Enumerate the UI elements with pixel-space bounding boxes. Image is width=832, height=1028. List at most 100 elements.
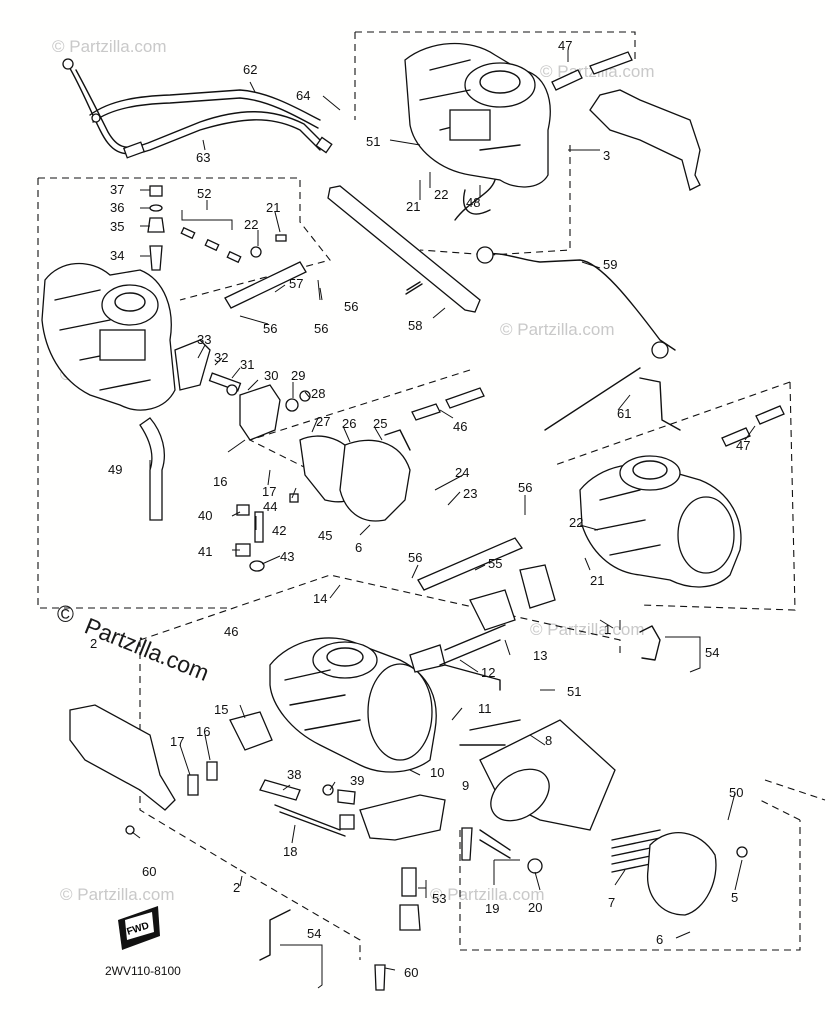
callout-60-lower: 60 [404, 965, 418, 980]
callout-42: 42 [272, 523, 286, 538]
hose-47-top [551, 51, 633, 91]
callout-20: 20 [528, 900, 542, 915]
callout-19: 19 [485, 901, 499, 916]
callout-15: 15 [214, 702, 228, 717]
callout-51-top: 51 [366, 134, 380, 149]
callout-16-lower: 16 [196, 724, 210, 739]
callout-49: 49 [108, 462, 122, 477]
callout-18: 18 [283, 844, 297, 859]
fwd-arrow-icon: FWD [118, 906, 160, 950]
callout-45: 45 [318, 528, 332, 543]
callout-labels: 62 63 64 47 3 51 21 22 48 37 36 35 34 52… [90, 38, 750, 980]
callout-48: 48 [466, 195, 480, 210]
callout-56-e: 56 [408, 550, 422, 565]
callout-22-left: 22 [244, 217, 258, 232]
small-parts-40-44 [235, 493, 299, 572]
callout-8: 8 [545, 733, 552, 748]
callout-21-left: 21 [266, 200, 280, 215]
callout-22-right: 22 [569, 515, 583, 530]
callout-44: 44 [263, 499, 277, 514]
callout-61: 61 [617, 406, 631, 421]
carburetor-3 [404, 42, 551, 221]
watermark-text: © Partzilla.com [530, 620, 645, 639]
hose-46-upper [411, 387, 485, 421]
callout-32: 32 [214, 350, 228, 365]
callout-63: 63 [196, 150, 210, 165]
callout-54-right: 54 [705, 645, 719, 660]
callout-47-right: 47 [736, 438, 750, 453]
callout-17-lower: 17 [170, 734, 184, 749]
callout-12: 12 [481, 665, 495, 680]
callout-38: 38 [287, 767, 301, 782]
callout-46-lower: 46 [224, 624, 238, 639]
bolt-60-lower [374, 964, 386, 991]
vacuum-chamber-8 [459, 719, 616, 831]
callout-57: 57 [289, 276, 303, 291]
callout-59: 59 [603, 257, 617, 272]
callout-21-right: 21 [590, 573, 604, 588]
callout-41: 41 [198, 544, 212, 559]
callout-31: 31 [240, 357, 254, 372]
spring-cover-7 [611, 829, 748, 916]
throttle-parts [174, 339, 311, 441]
callout-2-left: 2 [90, 636, 97, 651]
watermark-text: © Partzilla.com [60, 885, 175, 904]
callout-16-top: 16 [213, 474, 227, 489]
callout-23: 23 [463, 486, 477, 501]
callout-11: 11 [478, 701, 492, 716]
watermark-text: © Partzilla.com [52, 37, 167, 56]
leader-lines [131, 50, 756, 971]
callout-33: 33 [197, 332, 211, 347]
bracket-61 [639, 377, 681, 431]
watermark-main: Partzilla.com [81, 613, 213, 686]
callout-52: 52 [197, 186, 211, 201]
carburetor-4 [41, 262, 176, 411]
callout-37: 37 [110, 182, 124, 197]
callout-46-upper: 46 [453, 419, 467, 434]
diagram-code: 2WV110-8100 [105, 964, 181, 978]
callout-50: 50 [729, 785, 743, 800]
callout-6-lower: 6 [656, 932, 663, 947]
callout-26: 26 [342, 416, 356, 431]
callout-1: 1 [604, 622, 611, 637]
callout-10: 10 [430, 765, 444, 780]
callout-40: 40 [198, 508, 212, 523]
watermark-copyright: © [57, 601, 74, 627]
callout-21-top: 21 [406, 199, 420, 214]
callout-5: 5 [731, 890, 738, 905]
callout-24: 24 [455, 465, 469, 480]
callout-51-right: 51 [567, 684, 581, 699]
callout-56-c: 56 [344, 299, 358, 314]
callout-25: 25 [373, 416, 387, 431]
callout-30: 30 [264, 368, 278, 383]
callout-53: 53 [432, 891, 446, 906]
upper-bracket [589, 89, 701, 191]
hose-57 [224, 261, 307, 309]
callout-56-b: 56 [314, 321, 328, 336]
callout-54-lower: 54 [307, 926, 321, 941]
callout-56-d: 56 [518, 480, 532, 495]
callout-7: 7 [608, 895, 615, 910]
rod-55 [417, 537, 523, 591]
callout-56-a: 56 [263, 321, 277, 336]
callout-6-mid: 6 [355, 540, 362, 555]
callout-28: 28 [311, 386, 325, 401]
link-rod-58 [327, 185, 481, 313]
jet-stack [147, 185, 165, 271]
choke-cable-59 [476, 246, 676, 431]
callout-27: 27 [316, 414, 330, 429]
callout-2: 2 [233, 880, 240, 895]
callout-43: 43 [280, 549, 294, 564]
callout-47-top: 47 [558, 38, 572, 53]
callout-64: 64 [296, 88, 310, 103]
callout-62: 62 [243, 62, 257, 77]
carburetor-2 [269, 637, 437, 773]
bracket-60-left [69, 704, 176, 835]
callout-14: 14 [313, 591, 327, 606]
small-screws-group [180, 200, 287, 264]
parts-10-19-20-53 [359, 794, 543, 931]
carburetor-1 [579, 455, 742, 588]
hose-47-right [721, 405, 785, 447]
